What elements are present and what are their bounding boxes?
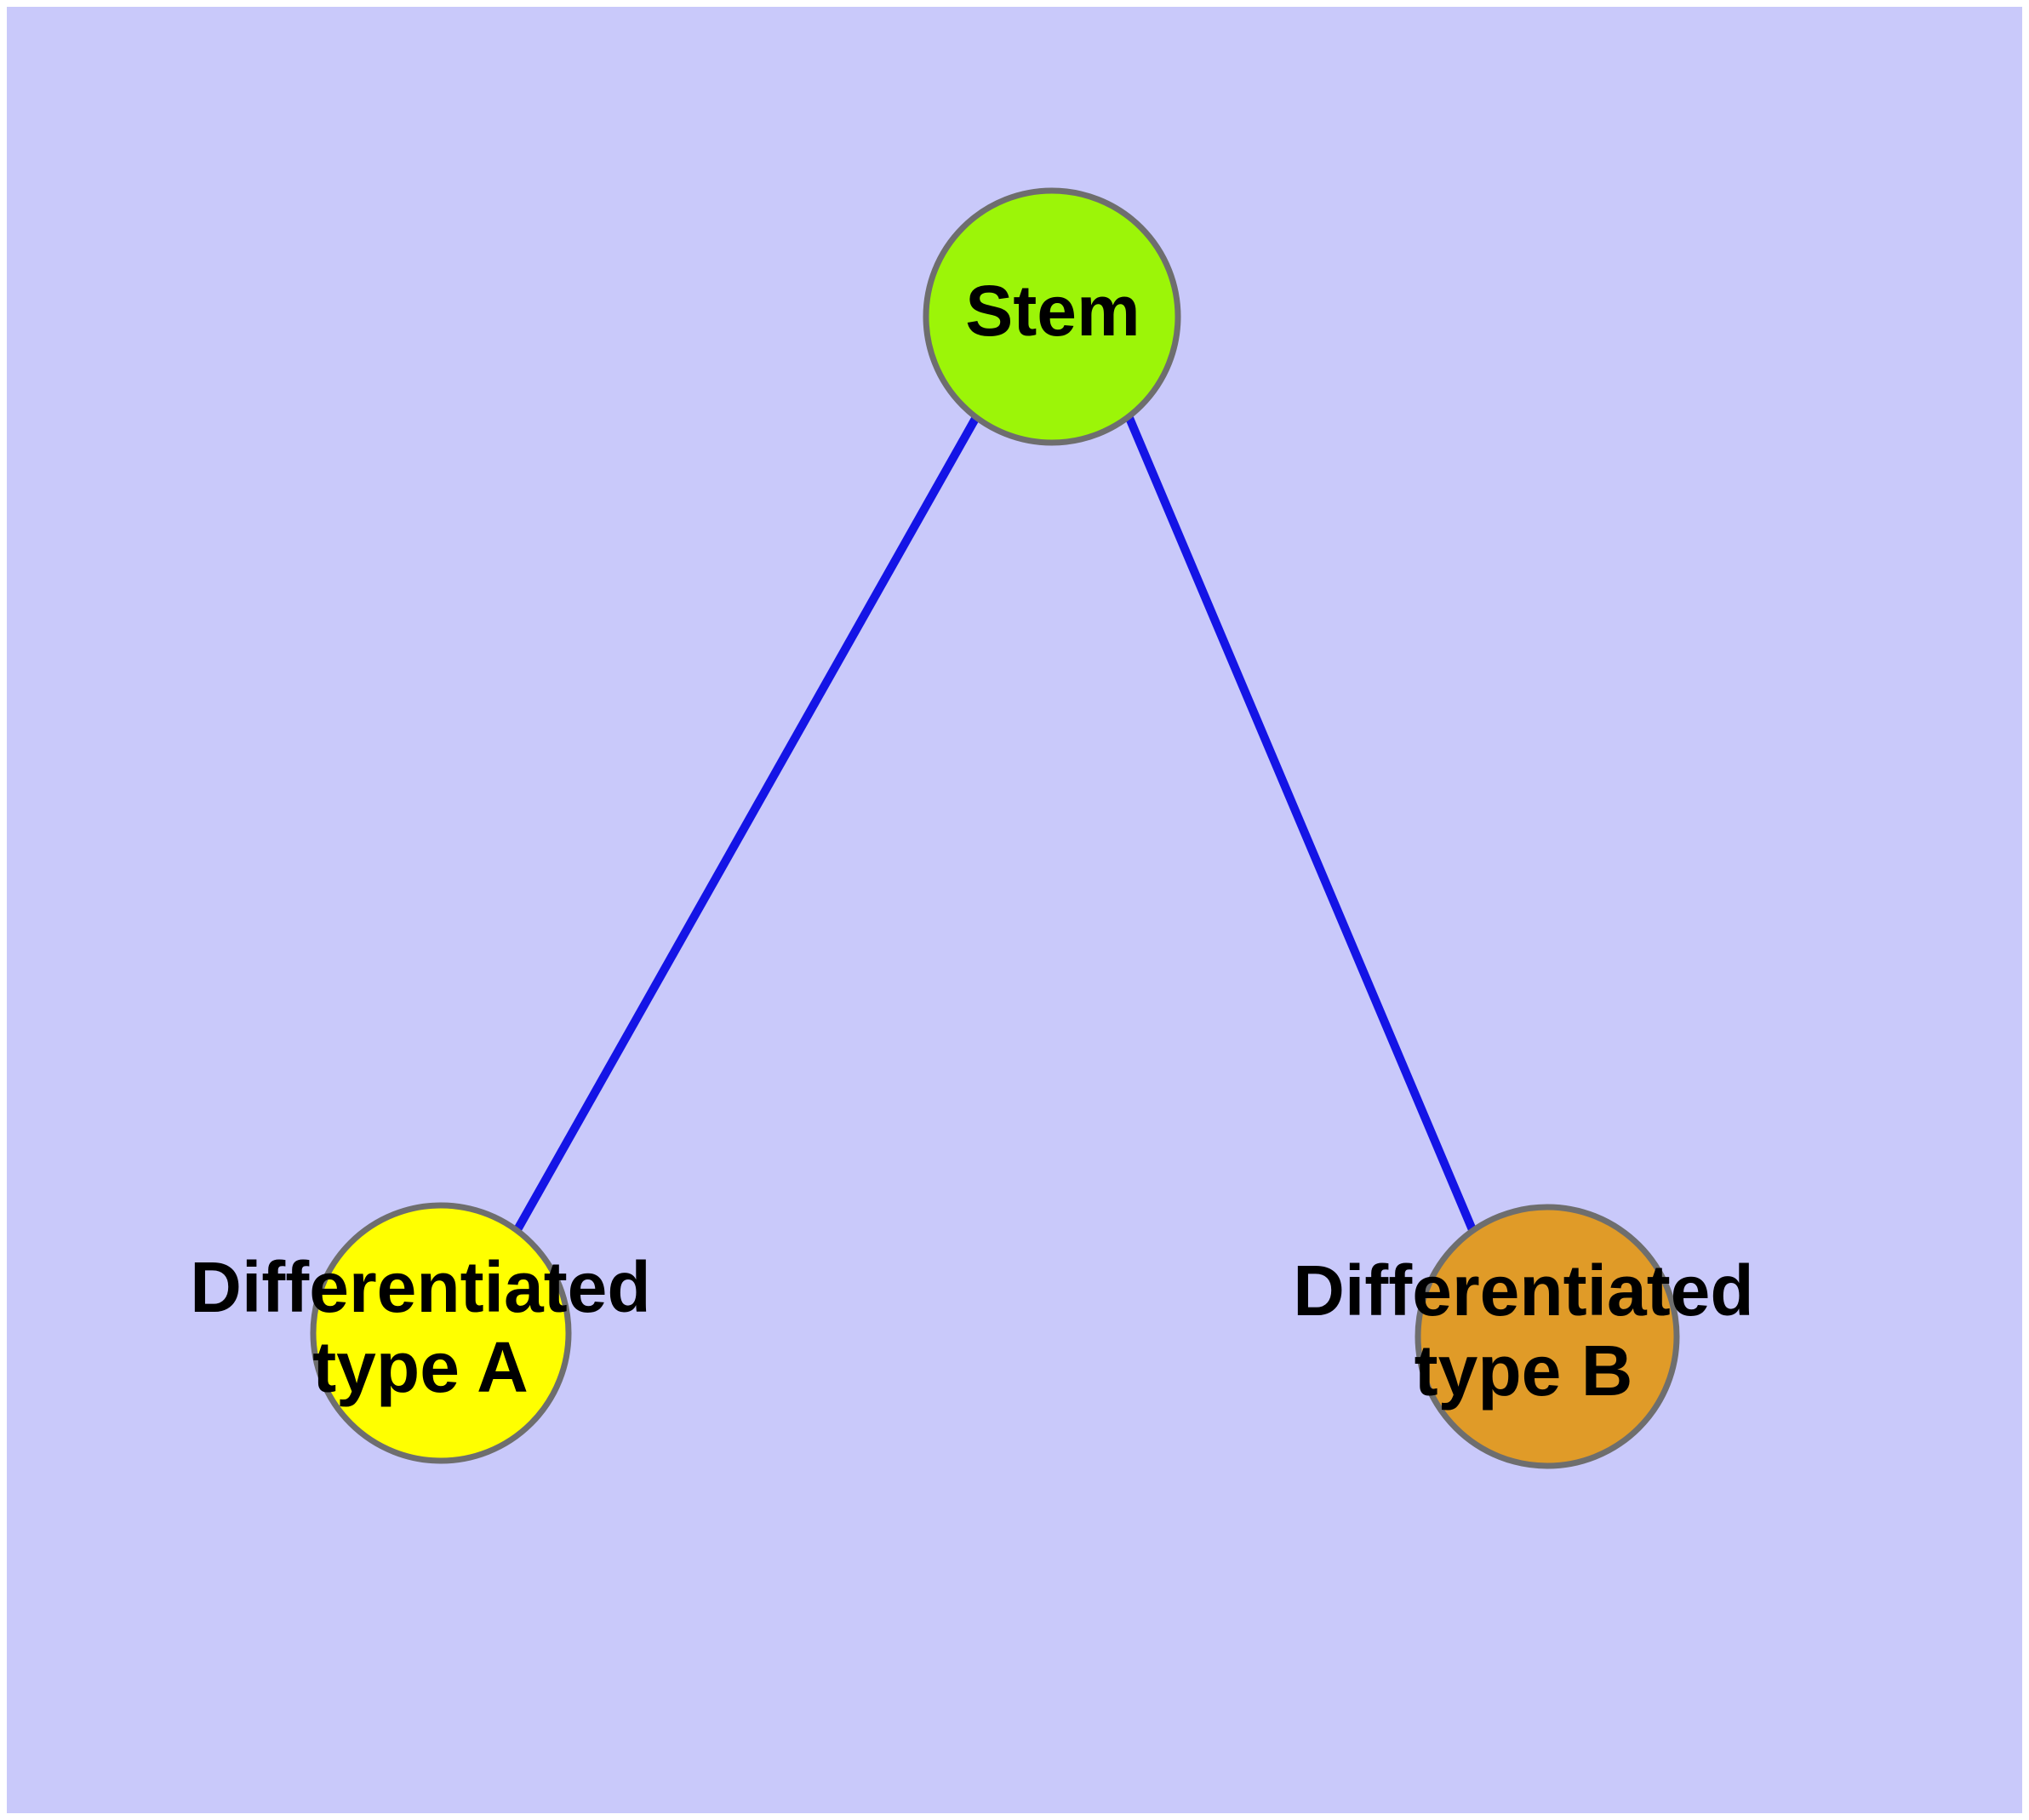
node-diff-a[interactable] [310,1202,572,1464]
node-label-line: Differentiated [190,1247,650,1327]
node-label-line: type B [1415,1331,1633,1411]
node-label-line: Differentiated [1293,1251,1753,1331]
edges-group [512,415,1477,1235]
edge-stem-to-diff-b [1125,416,1477,1233]
node-label-line: Stem [965,271,1140,351]
nodes-group [310,187,1680,1469]
node-stem[interactable] [923,187,1181,446]
edge-stem-to-diff-a [512,415,980,1235]
node-label-stem: Stem [965,271,1140,351]
node-diff-b[interactable] [1415,1204,1680,1469]
node-label-line: type A [312,1327,529,1407]
